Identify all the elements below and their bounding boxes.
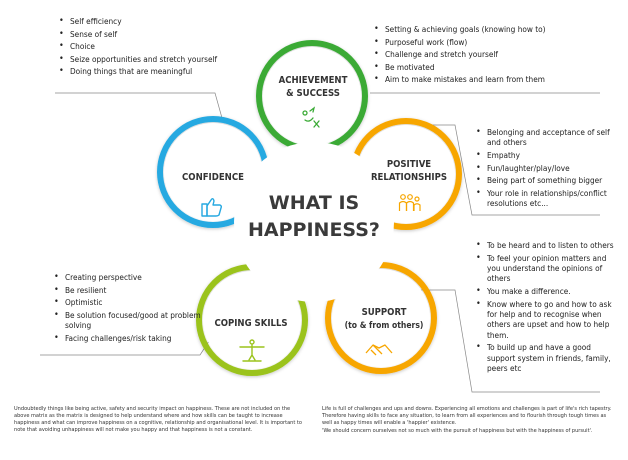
tightrope-walker-icon (239, 339, 265, 362)
thumbs-up-icon (201, 198, 223, 217)
list-item: Choice (57, 41, 257, 52)
list-item: Self efficiency (57, 16, 257, 27)
list-item: Purposeful work (flow) (372, 37, 612, 48)
list-item: Know where to go and how to ask for help… (474, 299, 620, 341)
list-item: Sense of self (57, 29, 257, 40)
list-item: Be motivated (372, 62, 612, 73)
footer-right-note: Life is full of challenges and ups and d… (322, 406, 616, 436)
list-item: Fun/laughter/play/love (474, 163, 620, 174)
list-item: Facing challenges/risk taking (52, 333, 212, 344)
list-item: Be solution focused/good at problem solv… (52, 310, 212, 331)
list-item: Being part of something bigger (474, 175, 620, 186)
list-item: To be heard and to listen to others (474, 240, 620, 251)
center-title-line1: WHAT IS (269, 192, 359, 214)
support-list: To be heard and to listen to others To f… (474, 240, 620, 376)
confidence-list: Self efficiency Sense of self Choice Sei… (57, 16, 257, 79)
list-item: Your role in relationships/conflict reso… (474, 188, 620, 209)
footer-right-text-1: Life is full of challenges and ups and d… (322, 406, 612, 426)
list-item: Be resilient (52, 285, 212, 296)
goal-strategy-icon (302, 106, 320, 128)
support-label-line2: (to & from others) (345, 321, 424, 331)
list-item: You make a difference. (474, 286, 620, 297)
list-item: Belonging and acceptance of self and oth… (474, 127, 620, 148)
coping-label: COPING SKILLS (214, 318, 287, 329)
footer-left-text: Undoubtedly things like being active, sa… (14, 406, 302, 433)
footer-right-text-2: 'We should concern ourselves not so much… (322, 428, 593, 434)
positive-label-line2: RELATIONSHIPS (371, 172, 447, 183)
list-item: Empathy (474, 150, 620, 161)
list-item: Doing things that are meaningful (57, 66, 257, 77)
footer-left-note: Undoubtedly things like being active, sa… (14, 406, 304, 435)
list-item: To build up and have a good support syst… (474, 342, 620, 373)
support-label-line1: SUPPORT (362, 307, 407, 318)
list-item: Challenge and stretch yourself (372, 49, 612, 60)
coping-skills-list: Creating perspective Be resilient Optimi… (52, 272, 212, 345)
positive-label-line1: POSITIVE (387, 159, 431, 170)
handshake-icon (365, 344, 393, 356)
list-item: To feel your opinion matters and you und… (474, 253, 620, 284)
list-item: Seize opportunities and stretch yourself (57, 54, 257, 65)
confidence-label: CONFIDENCE (182, 172, 244, 183)
list-item: Creating perspective (52, 272, 212, 283)
list-item: Aim to make mistakes and learn from them (372, 74, 612, 85)
center-hub (234, 142, 394, 302)
list-item: Setting & achieving goals (knowing how t… (372, 24, 612, 35)
achievement-label-line1: ACHIEVEMENT (279, 75, 348, 86)
achievement-list: Setting & achieving goals (knowing how t… (372, 24, 612, 87)
group-people-icon (398, 194, 421, 211)
list-item: Optimistic (52, 297, 212, 308)
center-title-line2: HAPPINESS? (248, 219, 380, 241)
positive-relationships-list: Belonging and acceptance of self and oth… (474, 127, 620, 211)
leader-lines (40, 92, 600, 393)
achievement-label-line2: & SUCCESS (286, 88, 340, 99)
